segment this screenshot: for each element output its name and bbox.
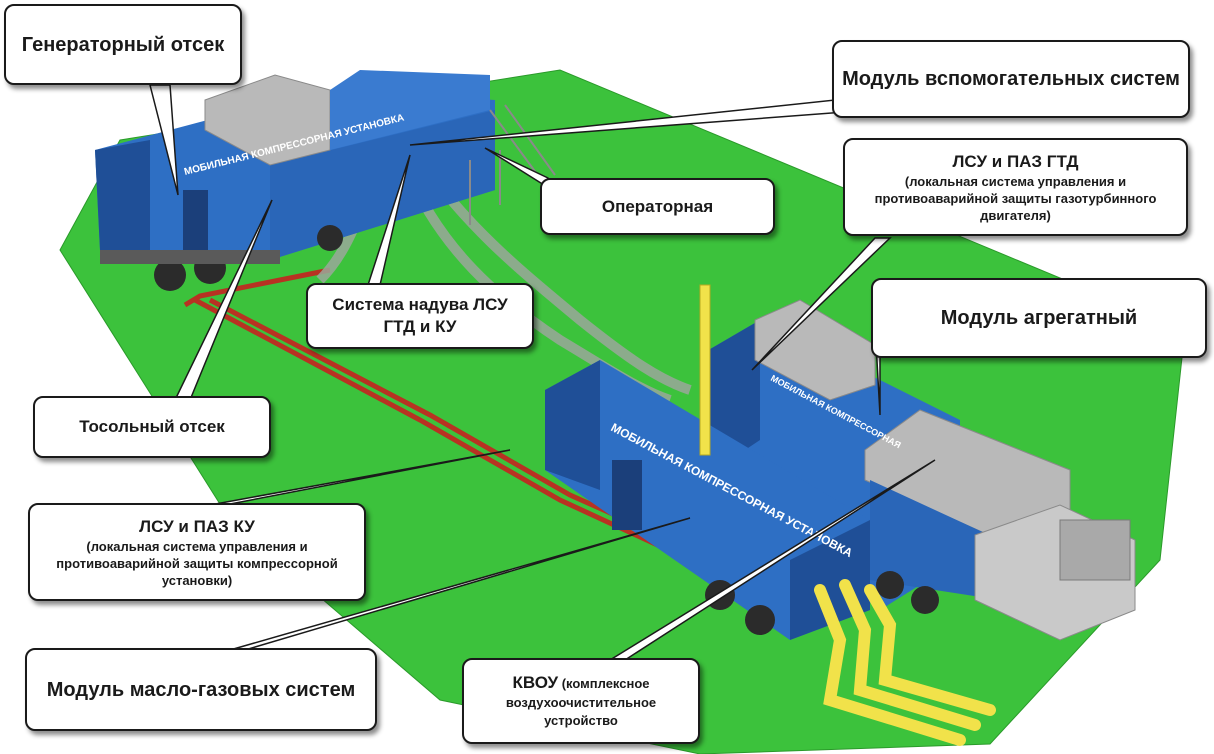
callout-aux-systems-module: Модуль вспомогательных систем: [832, 40, 1190, 118]
callout-gtd-title: ЛСУ и ПАЗ ГТД: [952, 151, 1079, 171]
callout-oil-gas-label: Модуль масло-газовых систем: [46, 678, 356, 701]
callout-antifreeze-label: Тосольный отсек: [79, 417, 225, 436]
callout-operator-label: Операторная: [601, 196, 714, 216]
callout-generator-compartment: Генераторный отсек: [4, 4, 242, 85]
callout-ku-title: ЛСУ и ПАЗ КУ: [139, 516, 255, 536]
callout-kvou-description: (комплексное воздухоочистительное устрой…: [505, 676, 657, 728]
callout-aux-systems-label: Модуль вспомогательных систем: [842, 68, 1180, 90]
callout-ku-description: (локальная система управления и противоа…: [56, 538, 338, 588]
callout-inflation-label: Система надува ЛСУ ГТД и КУ: [332, 295, 508, 336]
aggregate-roof-unit: [754, 299, 876, 401]
callout-gtd-description: (локальная система управления и противоа…: [874, 173, 1157, 223]
callout-pointers: [149, 84, 936, 661]
callout-antifreeze-compartment: Тосольный отсек: [33, 396, 271, 458]
callout-gtd-control: ЛСУ и ПАЗ ГТД (локальная система управле…: [843, 138, 1188, 236]
yellow-pipes: [814, 579, 996, 746]
callout-operator-room: Операторная: [540, 178, 775, 235]
callout-aggregate-label: Модуль агрегатный: [940, 307, 1138, 329]
callout-oil-gas-module: Модуль масло-газовых систем: [25, 648, 377, 731]
callout-aggregate-module: Модуль агрегатный: [871, 278, 1207, 358]
callout-kvou: КВОУ (комплексное воздухоочистительное у…: [462, 658, 700, 744]
callout-generator-label: Генераторный отсек: [21, 33, 225, 56]
callout-ku-control: ЛСУ и ПАЗ КУ (локальная система управлен…: [28, 503, 366, 601]
callout-inflation-system: Система надува ЛСУ ГТД и КУ: [306, 283, 534, 349]
aggregate-trailer: [700, 299, 1136, 641]
callout-kvou-title: КВОУ: [512, 673, 559, 692]
